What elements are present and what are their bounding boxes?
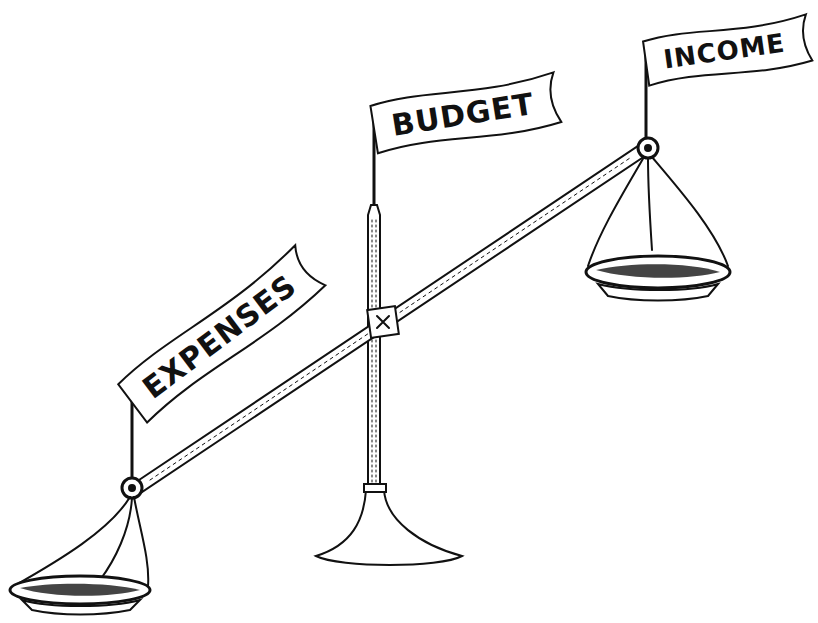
- banner-flag: EXPENSES: [115, 244, 329, 425]
- flag-label: EXPENSES: [136, 268, 302, 404]
- banner-flag: INCOME: [642, 13, 813, 88]
- banner-flag: BUDGET: [370, 71, 563, 156]
